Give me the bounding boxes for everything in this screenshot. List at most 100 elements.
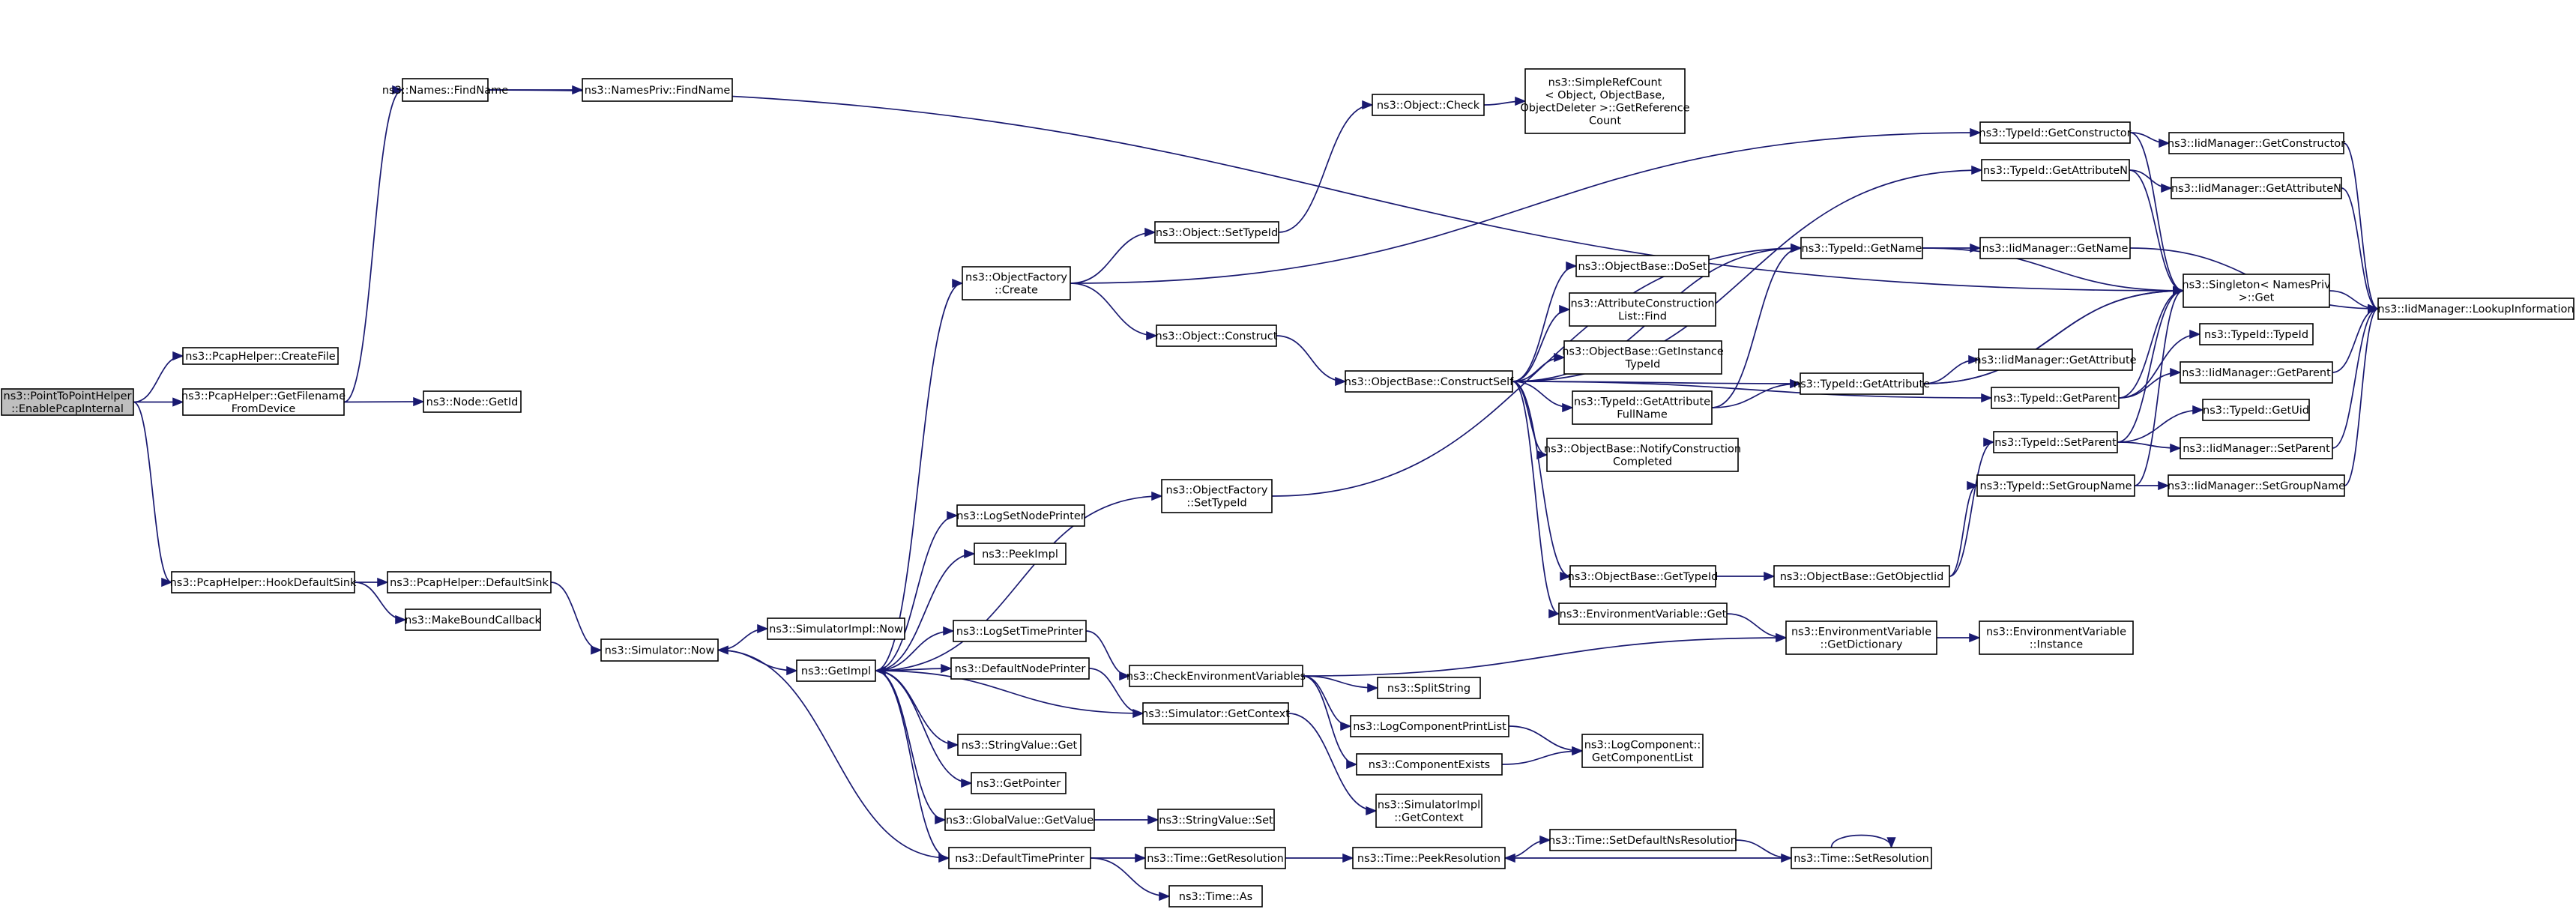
node-objconstruct[interactable]: ns3::Object::Construct [1156,324,1278,347]
node-box [950,657,1090,680]
node-typeidsetparent[interactable]: ns3::TypeId::SetParent [1993,431,2118,453]
node-simplerefcount[interactable]: ns3::SimpleRefCount< Object, ObjectBase,… [1520,68,1690,134]
node-objsettypeid[interactable]: ns3::Object::SetTypeId [1154,221,1279,244]
node-createfile[interactable]: ns3::PcapHelper::CreateFile [182,347,339,365]
node-typeidgetuid[interactable]: ns3::TypeId::GetUid [2202,399,2310,421]
node-timesetdefaultns[interactable]: ns3::Time::SetDefaultNsResolution [1548,829,1737,851]
node-objfactcreate[interactable]: ns3::ObjectFactory::Create [962,266,1071,301]
node-typeidtypeid[interactable]: ns3::TypeId::TypeId [2199,323,2314,345]
node-objfactsettypeid[interactable]: ns3::ObjectFactory::SetTypeId [1161,479,1273,513]
node-defaultsink[interactable]: ns3::PcapHelper::DefaultSink [387,571,552,594]
node-globalvalueget[interactable]: ns3::GlobalValue::GetValue [944,809,1095,831]
call-edge-timesetdefaultns-to-timesetres [1735,839,1793,863]
node-checkenvvars[interactable]: ns3::CheckEnvironmentVariables [1126,665,1306,687]
call-edge-simnow-to-simimplnow [717,623,769,651]
node-box [767,617,905,640]
call-edge-typeidgetparent-to-typeidtypeid [2118,329,2201,399]
node-label: ns3::Object::Check [1377,100,1480,112]
node-objbasegetobjectiid[interactable]: ns3::ObjectBase::GetObjectIid [1773,565,1950,588]
node-stringvalueget[interactable]: ns3::StringValue::Get [957,734,1082,756]
call-edge-objbasegetobjectiid-to-typeidsetparent [1949,437,1995,577]
call-edge-iidmgrsetparent-to-iidmgrlookup [2332,304,2380,449]
node-box [1563,340,1722,375]
node-typeidgetattribute[interactable]: ns3::TypeId::GetAttribute [1794,372,1930,395]
node-logsetnodeprinter[interactable]: ns3::LogSetNodePrinter [956,504,1085,527]
call-edge-typeidgetattrfullname-to-typeidgetattribute [1711,378,1802,408]
node-label: List::Find [1618,310,1667,322]
node-label: ns3::TypeId::TypeId [2204,329,2308,341]
node-envvarget[interactable]: ns3::EnvironmentVariable::Get [1558,603,1728,625]
node-iidmgrgetparent[interactable]: ns3::IidManager::GetParent [2180,361,2333,384]
node-iidmgrsetparent[interactable]: ns3::IidManager::SetParent [2180,437,2333,459]
node-objbasedoset[interactable]: ns3::ObjectBase::DoSet [1575,255,1710,277]
node-envvargetdict[interactable]: ns3::EnvironmentVariable::GetDictionary [1785,620,1937,655]
node-objbasegettypeid[interactable]: ns3::ObjectBase::GetTypeId [1568,565,1719,588]
node-typeidgetname[interactable]: ns3::TypeId::GetName [1800,237,1923,259]
node-makeboundcallback[interactable]: ns3::MakeBoundCallback [405,608,542,631]
call-edge-constructself-to-attrconstlistfind [1512,304,1571,382]
node-iidmgrgetattributen[interactable]: ns3::IidManager::GetAttributeN [2171,177,2342,199]
node-namesprivfindname[interactable]: ns3::NamesPriv::FindName [582,78,733,102]
node-getimpl[interactable]: ns3::GetImpl [796,659,876,682]
node-timepeekres[interactable]: ns3::Time::PeekResolution [1352,847,1506,869]
node-simimplnow[interactable]: ns3::SimulatorImpl::Now [767,617,905,640]
node-constructself[interactable]: ns3::ObjectBase::ConstructSelf [1345,370,1514,393]
node-label: ns3::Time::GetResolution [1147,853,1284,865]
node-timegetres[interactable]: ns3::Time::GetResolution [1144,847,1286,869]
node-timesetres[interactable]: ns3::Time::SetResolution [1791,847,1932,869]
node-stringvalueset[interactable]: ns3::StringValue::Set [1157,809,1275,831]
node-iidmgrgetattribute[interactable]: ns3::IidManager::GetAttribute [1974,348,2137,371]
node-simnow[interactable]: ns3::Simulator::Now [600,638,719,662]
call-edge-constructself-to-typeidgetattrfullname [1512,381,1574,413]
node-box [796,659,876,682]
node-objbasenotify[interactable]: ns3::ObjectBase::NotifyConstructionCompl… [1544,438,1741,472]
node-label: ns3::ObjectBase::GetTypeId [1568,571,1719,583]
call-edge-iidmgrgetattributen-to-iidmgrlookup [2341,187,2380,314]
node-timeas[interactable]: ns3::Time::As [1168,885,1263,908]
node-typeidgetattributen[interactable]: ns3::TypeId::GetAttributeN [1981,159,2130,181]
node-label: ns3::ComponentExists [1369,759,1491,771]
call-edge-typeidsetgroupname-to-singletonget [2134,286,2185,486]
node-box [956,504,1085,527]
node-componentexists[interactable]: ns3::ComponentExists [1356,753,1503,776]
node-label: ns3::LogSetTimePrinter [956,626,1083,638]
node-getpointer[interactable]: ns3::GetPointer [971,772,1067,794]
node-iidmgrlookup[interactable]: ns3::IidManager::LookupInformation [2377,298,2575,320]
node-box [182,347,339,365]
node-box [2377,298,2575,320]
node-logcompgetlist[interactable]: ns3::LogComponent::GetComponentList [1581,734,1704,768]
node-label: TypeId [1625,358,1661,370]
node-defaultnodeprinter[interactable]: ns3::DefaultNodePrinter [950,657,1090,680]
node-splitstring[interactable]: ns3::SplitString [1377,677,1481,699]
node-iidmgrgetname[interactable]: ns3::IidManager::GetName [1979,237,2131,259]
node-simimplgetcontext[interactable]: ns3::SimulatorImpl::GetContext [1375,794,1482,828]
node-defaulttimeprinter[interactable]: ns3::DefaultTimePrinter [948,847,1091,869]
node-iidmgrgetconstructor[interactable]: ns3::IidManager::GetConstructor [2168,132,2345,154]
node-simgetcontext[interactable]: ns3::Simulator::GetContext [1141,702,1290,725]
node-root[interactable]: ns3::PointToPointHelper::EnablePcapInter… [1,388,134,416]
call-edge-iidmgrsetgroupname-to-iidmgrlookup [2344,304,2380,486]
node-envvarinstance[interactable]: ns3::EnvironmentVariable::Instance [1979,620,2134,655]
node-peekimpl[interactable]: ns3::PeekImpl [974,543,1067,565]
node-singletonget[interactable]: ns3::Singleton< NamesPriv >::Get [2182,274,2331,308]
node-objcheck[interactable]: ns3::Object::Check [1372,94,1485,116]
node-nodegetid[interactable]: ns3::Node::GetId [423,390,522,413]
node-label: ns3::ObjectFactory [965,271,1067,283]
node-namesfindname[interactable]: ns3::Names::FindName [382,78,508,102]
node-typeidgetconstructor[interactable]: ns3::TypeId::GetConstructor [1979,121,2132,144]
node-logcompprintlist[interactable]: ns3::LogComponentPrintList [1350,715,1509,737]
node-typeidsetgroupname[interactable]: ns3::TypeId::SetGroupName [1976,474,2135,497]
node-typeidgetparent[interactable]: ns3::TypeId::GetParent [1991,387,2120,409]
node-box [1785,620,1937,655]
node-label: ObjectDeleter >::GetReference [1520,102,1689,114]
node-hookdefaultsink[interactable]: ns3::PcapHelper::HookDefaultSink [170,571,357,594]
node-label: ns3::IidManager::GetAttribute [1974,354,2136,366]
node-logsettimeprinter[interactable]: ns3::LogSetTimePrinter [953,620,1087,642]
node-box [582,78,733,102]
node-iidmgrsetgroupname[interactable]: ns3::IidManager::SetGroupName [2168,474,2345,497]
